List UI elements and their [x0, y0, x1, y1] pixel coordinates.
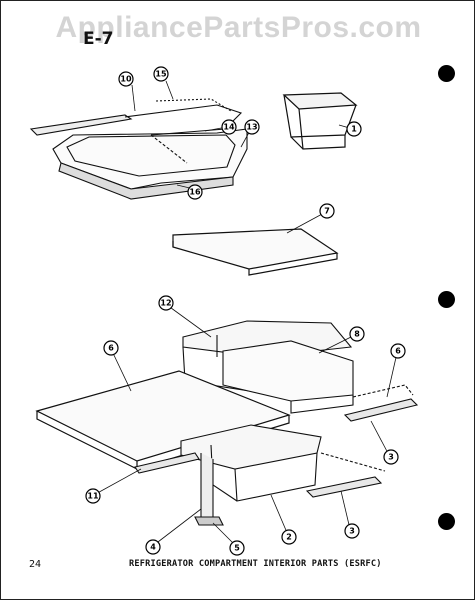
- svg-text:8: 8: [354, 330, 360, 339]
- small-bin: [282, 92, 358, 150]
- svg-text:3: 3: [388, 453, 394, 462]
- svg-text:14: 14: [223, 123, 235, 132]
- callout-7: 7: [319, 203, 335, 219]
- lower-drawer: [180, 424, 322, 526]
- watermark: AppliancePartsPros.com: [55, 11, 422, 44]
- callout-8: 8: [349, 326, 365, 342]
- svg-text:15: 15: [155, 70, 167, 79]
- cover-panel: [172, 228, 339, 276]
- callouts: 10 15 14 13 16 1 7 12 8 6 6 3 11 2 3 4 5: [85, 66, 406, 556]
- svg-text:11: 11: [87, 492, 99, 501]
- binder-hole-bottom: [438, 513, 455, 530]
- callout-6-trim: 6: [390, 343, 406, 359]
- svg-text:2: 2: [286, 533, 292, 542]
- svg-text:1: 1: [351, 125, 357, 134]
- callout-10: 10: [118, 71, 134, 87]
- callout-5: 5: [229, 540, 245, 556]
- callout-16: 16: [187, 184, 203, 200]
- callout-3-lower: 3: [344, 523, 360, 539]
- svg-text:10: 10: [120, 75, 132, 84]
- svg-text:5: 5: [234, 544, 240, 553]
- callout-15: 15: [153, 66, 169, 82]
- binder-hole-top: [438, 65, 455, 82]
- shelf-frame-assembly: [29, 98, 248, 200]
- svg-text:6: 6: [108, 344, 114, 353]
- callout-1: 1: [346, 121, 362, 137]
- svg-text:16: 16: [189, 188, 201, 197]
- large-shelf: [35, 370, 291, 470]
- callout-11: 11: [85, 488, 101, 504]
- callout-2: 2: [281, 529, 297, 545]
- page-number: 24: [29, 559, 42, 570]
- callout-12: 12: [158, 295, 174, 311]
- svg-text:3: 3: [349, 527, 355, 536]
- callout-4: 4: [145, 539, 161, 555]
- callout-6-shelf: 6: [103, 340, 119, 356]
- crisper-assembly: [182, 320, 354, 414]
- callout-3-upper: 3: [383, 449, 399, 465]
- diagram-caption: REFRIGERATOR COMPARTMENT INTERIOR PARTS …: [129, 559, 382, 569]
- svg-text:4: 4: [150, 543, 156, 552]
- page-id: E-7: [83, 29, 114, 49]
- binder-hole-middle: [438, 291, 455, 308]
- svg-text:7: 7: [324, 207, 330, 216]
- svg-text:6: 6: [395, 347, 401, 356]
- svg-text:13: 13: [246, 123, 257, 132]
- svg-text:12: 12: [160, 299, 171, 308]
- callout-13: 13: [244, 119, 260, 135]
- leader-lines: [91, 80, 398, 547]
- callout-14: 14: [221, 119, 237, 135]
